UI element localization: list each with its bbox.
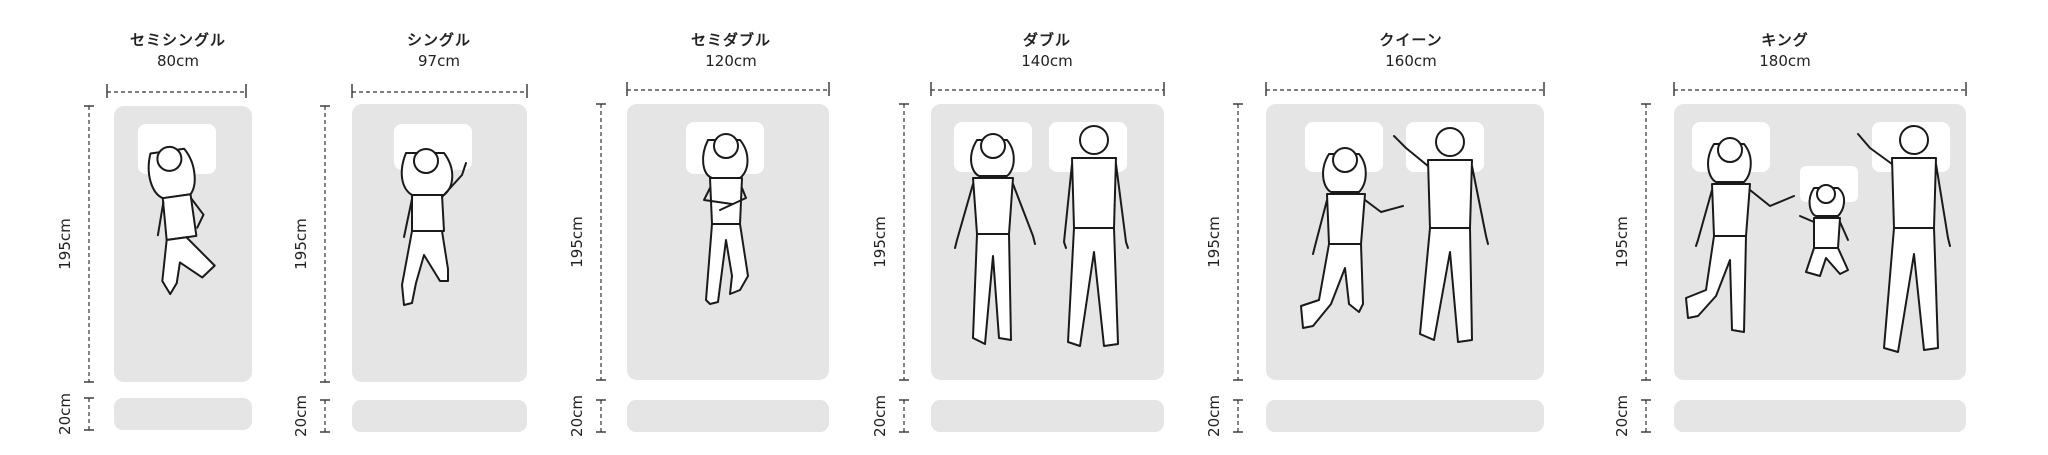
woman-figure (400, 148, 467, 306)
base-label: 20cm (56, 393, 74, 435)
bed-queen: クイーン 160cm 195cm 20cm (1205, 31, 1545, 437)
base-label: 20cm (871, 395, 889, 437)
bed-width: 120cm (705, 52, 757, 70)
bed-base (1266, 400, 1544, 432)
woman-figure (147, 145, 216, 296)
man-figure (1063, 125, 1129, 347)
woman-figure (702, 133, 749, 305)
bed-semi-single: セミシングル 80cm 195cm 20cm (56, 31, 252, 435)
man-figure (1857, 125, 1951, 353)
child-figure (1799, 184, 1849, 277)
base-label: 20cm (1613, 395, 1631, 437)
bed-width: 80cm (157, 52, 199, 70)
bed-name: シングル (407, 31, 471, 49)
bed-name: キング (1761, 31, 1809, 49)
bed-single: シングル 97cm 195cm 20cm (292, 31, 528, 437)
bed-name: ダブル (1023, 31, 1071, 49)
bed-name: クイーン (1379, 31, 1442, 49)
length-label: 195cm (1613, 216, 1631, 268)
length-label: 195cm (1205, 216, 1223, 268)
length-label: 195cm (292, 218, 310, 270)
woman-figure (1300, 147, 1404, 329)
bed-name: セミダブル (691, 31, 771, 49)
bed-base (931, 400, 1164, 432)
bed-width: 140cm (1021, 52, 1073, 70)
base-label: 20cm (1205, 395, 1223, 437)
woman-figure (1685, 137, 1795, 333)
bed-name: セミシングル (130, 31, 226, 49)
bed-king: キング 180cm 195cm 20cm (1613, 31, 1967, 437)
bed-width: 160cm (1385, 52, 1437, 70)
bed-width: 180cm (1759, 52, 1811, 70)
bed-base (1674, 400, 1966, 432)
woman-figure (954, 133, 1036, 345)
length-label: 195cm (56, 218, 74, 270)
bed-semi-double: セミダブル 120cm 195cm 20cm (568, 31, 830, 437)
length-label: 195cm (568, 216, 586, 268)
bed-base (352, 400, 527, 432)
bed-base (627, 400, 829, 432)
bed-double: ダブル 140cm 195cm 20cm (871, 31, 1165, 437)
length-label: 195cm (871, 216, 889, 268)
bed-base (114, 398, 252, 430)
man-figure (1393, 127, 1489, 343)
base-label: 20cm (292, 395, 310, 437)
bed-width: 97cm (418, 52, 460, 70)
base-label: 20cm (568, 395, 586, 437)
